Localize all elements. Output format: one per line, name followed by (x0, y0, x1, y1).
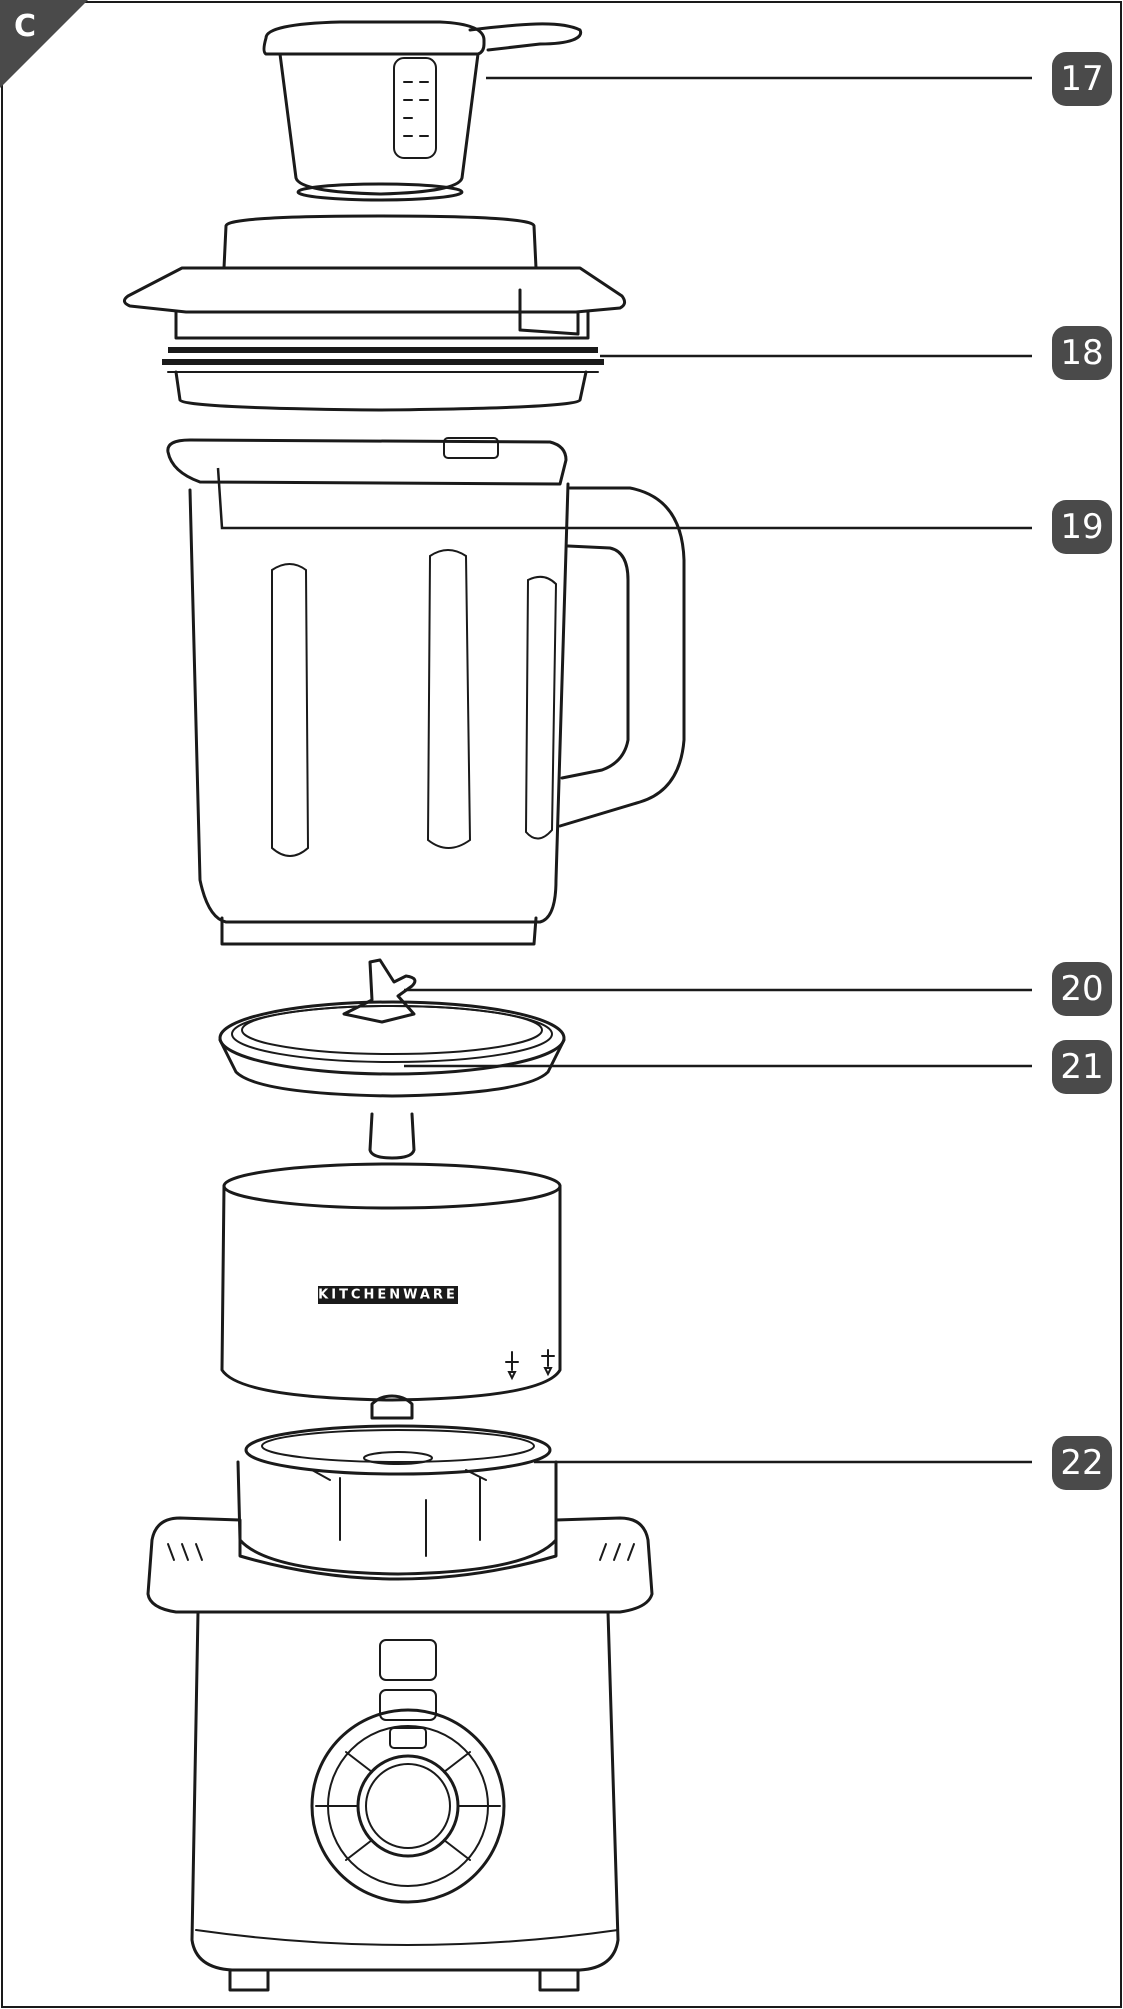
corner-tab-shape (0, 0, 88, 88)
leader-line-19 (216, 467, 1032, 530)
callout-20-number: 20 (1060, 969, 1103, 1009)
corner-tab: C (0, 0, 88, 88)
corner-label: C (14, 9, 36, 44)
lid-part (123, 214, 627, 412)
callout-17-number: 17 (1060, 59, 1103, 99)
callout-19-number: 19 (1060, 507, 1103, 547)
motor-collar-part: KITCHENWARE (220, 1162, 562, 1402)
callout-18-number: 18 (1060, 333, 1103, 373)
measuring-cup-part (262, 20, 583, 202)
callout-21: 21 (1052, 1040, 1112, 1094)
jug-part (166, 437, 686, 946)
callout-22: 22 (1052, 1436, 1112, 1490)
callout-19: 19 (1052, 500, 1112, 554)
callout-18: 18 (1052, 326, 1112, 380)
motor-base-part (146, 1394, 654, 1992)
brand-label: KITCHENWARE (318, 1288, 458, 1303)
callout-17: 17 (1052, 52, 1112, 106)
blade-assembly-part (218, 958, 566, 1160)
callout-21-number: 21 (1060, 1047, 1103, 1087)
leader-lines (216, 76, 1032, 1464)
callout-22-number: 22 (1060, 1443, 1103, 1483)
callout-20: 20 (1052, 962, 1112, 1016)
